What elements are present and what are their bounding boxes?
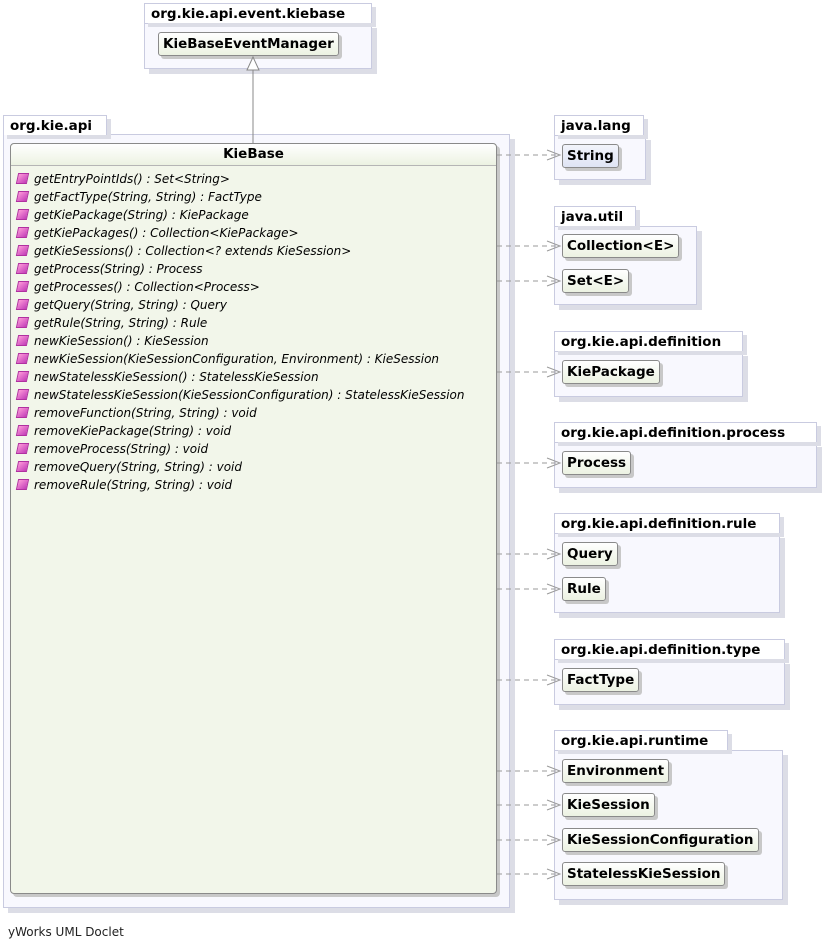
class-kiebaseeventmanager[interactable]: KieBaseEventManager [158,32,339,56]
class-environment[interactable]: Environment [562,759,670,783]
class-string[interactable]: String [562,144,619,168]
class-kiesessionconfiguration[interactable]: KieSessionConfiguration [562,828,759,852]
method-icon [15,209,30,220]
method-item[interactable]: removeProcess(String) : void [15,440,496,458]
method-signature: getQuery(String, String) : Query [34,298,227,312]
method-signature: removeQuery(String, String) : void [34,460,242,474]
method-item[interactable]: newKieSession(KieSessionConfiguration, E… [15,350,496,368]
method-icon [15,245,30,256]
method-item[interactable]: newStatelessKieSession(KieSessionConfigu… [15,386,496,404]
method-item[interactable]: removeQuery(String, String) : void [15,458,496,476]
method-signature: getProcesses() : Collection<Process> [34,280,260,294]
method-item[interactable]: getKiePackages() : Collection<KiePackage… [15,224,496,242]
method-signature: removeKiePackage(String) : void [34,424,232,438]
package-label: org.kie.api [3,115,107,135]
method-signature: getKieSessions() : Collection<? extends … [34,244,352,258]
method-icon [15,461,30,472]
footer-credit: yWorks UML Doclet [8,925,124,939]
method-signature: getKiePackage(String) : KiePackage [34,208,249,222]
method-item[interactable]: getKieSessions() : Collection<? extends … [15,242,496,260]
method-signature: getKiePackages() : Collection<KiePackage… [34,226,299,240]
method-icon [15,371,30,382]
method-signature: getRule(String, String) : Rule [34,316,208,330]
method-icon [15,353,30,364]
method-icon [15,443,30,454]
method-signature: getEntryPointIds() : Set<String> [34,172,230,186]
method-item[interactable]: removeKiePackage(String) : void [15,422,496,440]
method-icon [15,479,30,490]
method-item[interactable]: getProcesses() : Collection<Process> [15,278,496,296]
method-signature: newKieSession(KieSessionConfiguration, E… [34,352,440,366]
class-kiebase[interactable]: KieBase getEntryPointIds() : Set<String>… [10,143,497,894]
class-set[interactable]: Set<E> [562,269,630,293]
package-label: org.kie.api.definition.process [554,422,817,442]
class-kiepackage[interactable]: KiePackage [562,360,660,384]
method-signature: removeFunction(String, String) : void [34,406,257,420]
class-process[interactable]: Process [562,451,632,475]
method-item[interactable]: getProcess(String) : Process [15,260,496,278]
package-label: org.kie.api.definition.rule [554,513,780,533]
method-item[interactable]: getEntryPointIds() : Set<String> [15,170,496,188]
class-kiesession[interactable]: KieSession [562,793,655,817]
class-rule[interactable]: Rule [562,577,606,601]
method-icon [15,389,30,400]
method-icon [15,227,30,238]
method-icon [15,299,30,310]
method-item[interactable]: getFactType(String, String) : FactType [15,188,496,206]
method-list: getEntryPointIds() : Set<String> getFact… [11,166,496,494]
method-icon [15,335,30,346]
method-item[interactable]: newKieSession() : KieSession [15,332,496,350]
method-item[interactable]: getKiePackage(String) : KiePackage [15,206,496,224]
method-icon [15,317,30,328]
method-signature: newStatelessKieSession() : StatelessKieS… [34,370,319,384]
class-statelesskiesession[interactable]: StatelessKieSession [562,862,726,886]
method-signature: newKieSession() : KieSession [34,334,209,348]
class-query[interactable]: Query [562,542,618,566]
method-icon [15,263,30,274]
method-item[interactable]: removeFunction(String, String) : void [15,404,496,422]
method-signature: getFactType(String, String) : FactType [34,190,262,204]
method-icon [15,281,30,292]
method-item[interactable]: newStatelessKieSession() : StatelessKieS… [15,368,496,386]
method-signature: removeProcess(String) : void [34,442,209,456]
package-label: java.util [554,206,636,226]
class-title: KieBase [11,144,496,166]
package-label: org.kie.api.event.kiebase [144,3,372,23]
package-label: java.lang [554,115,644,135]
method-icon [15,191,30,202]
method-icon [15,425,30,436]
method-signature: removeRule(String, String) : void [34,478,233,492]
method-signature: newStatelessKieSession(KieSessionConfigu… [34,388,465,402]
method-item[interactable]: getQuery(String, String) : Query [15,296,496,314]
method-item[interactable]: removeRule(String, String) : void [15,476,496,494]
package-label: org.kie.api.definition [554,331,743,351]
package-label: org.kie.api.runtime [554,730,728,750]
method-item[interactable]: getRule(String, String) : Rule [15,314,496,332]
package-label: org.kie.api.definition.type [554,639,785,659]
method-signature: getProcess(String) : Process [34,262,203,276]
method-icon [15,173,30,184]
method-icon [15,407,30,418]
class-facttype[interactable]: FactType [562,668,640,692]
class-collection[interactable]: Collection<E> [562,234,680,258]
